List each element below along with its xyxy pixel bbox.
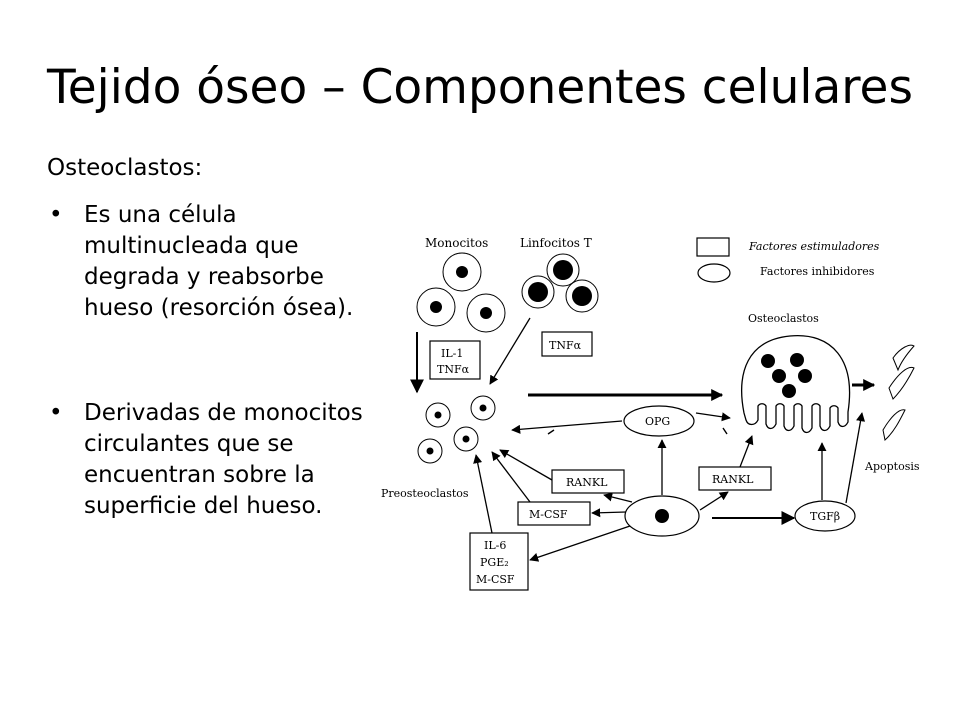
osteoblast-nucleus [655, 509, 669, 523]
label-pge2: PGE₂ [480, 556, 509, 569]
arrow-tgfb-apoptosis [845, 412, 866, 504]
box-rankl-left [551, 469, 625, 494]
label-opg: OPG [645, 415, 670, 428]
label-mcsf: M-CSF [529, 508, 568, 521]
box-mcsf [517, 501, 591, 526]
bone-fragments [882, 344, 915, 441]
arrow-il6-to-pre [473, 454, 493, 534]
box-il1-tnfa [429, 340, 481, 380]
arrow-osteoblast-mcsf [591, 508, 627, 518]
legend-stim-label: Factores estimuladores [748, 240, 880, 253]
arrow-osteoblast-rankl-left [603, 492, 633, 503]
monocitos-cluster [416, 252, 506, 333]
legend-stim-box [696, 237, 730, 257]
bullet-text: Es una célula multinucleada que degrada … [84, 202, 354, 321]
arrow-opg-right [695, 412, 731, 422]
inhib-tick-left [547, 429, 555, 435]
arrow-rankl-to-pre [499, 449, 553, 481]
label-linfocitos: Linfocitos T [520, 236, 592, 250]
label-osteoclastos: Osteoclastos [748, 312, 819, 325]
inhib-tick-right [722, 427, 728, 435]
arrow-opg-left [511, 420, 623, 434]
label-il1: IL-1 [441, 347, 463, 360]
label-rankl-left: RANKL [566, 476, 608, 489]
bullet-text: Derivadas de monocitos circulantes que s… [84, 400, 363, 519]
osteoclast-diagram: Monocitos Linfocitos T Factores estimula… [381, 236, 920, 591]
box-il6-pge2-mcsf [469, 532, 529, 591]
preosteoclastos-cluster [417, 395, 496, 464]
label-tnfa-1: TNFα [437, 363, 470, 376]
label-preosteoclastos: Preosteoclastos [381, 487, 469, 500]
legend-inhib-ellipse [697, 263, 731, 283]
label-il6: IL-6 [484, 539, 506, 552]
legend-inhib-label: Factores inhibidores [760, 265, 875, 278]
label-tgfb: TGFβ [810, 510, 840, 523]
bullet-mark: • [49, 202, 63, 228]
label-apoptosis: Apoptosis [864, 460, 920, 473]
label-mcsf2: M-CSF [476, 573, 515, 586]
osteoclast-nuclei [761, 353, 812, 398]
slide-title: Tejido óseo – Componentes celulares [47, 60, 913, 115]
arrow-osteoblast-rankl-right [699, 491, 729, 511]
bullet-mark: • [49, 400, 63, 426]
box-rankl-right [698, 466, 772, 491]
label-tnfa-2: TNFα [549, 339, 582, 352]
osteoclast-cell [741, 335, 851, 434]
intro-label: Osteoclastos: [47, 155, 203, 181]
arrow-mcsf-to-pre [491, 451, 531, 503]
label-monocitos: Monocitos [425, 236, 488, 250]
label-rankl-right: RANKL [712, 473, 754, 486]
arrow-osteoblast-il6 [529, 525, 631, 562]
tgfb-ellipse [794, 500, 856, 532]
linfocitos-cluster [521, 253, 599, 313]
box-tnfa [541, 331, 593, 357]
opg-ellipse [623, 405, 695, 437]
arrow-rankl-to-osteoclast [739, 435, 754, 468]
arrow-linfocitos [489, 317, 531, 385]
